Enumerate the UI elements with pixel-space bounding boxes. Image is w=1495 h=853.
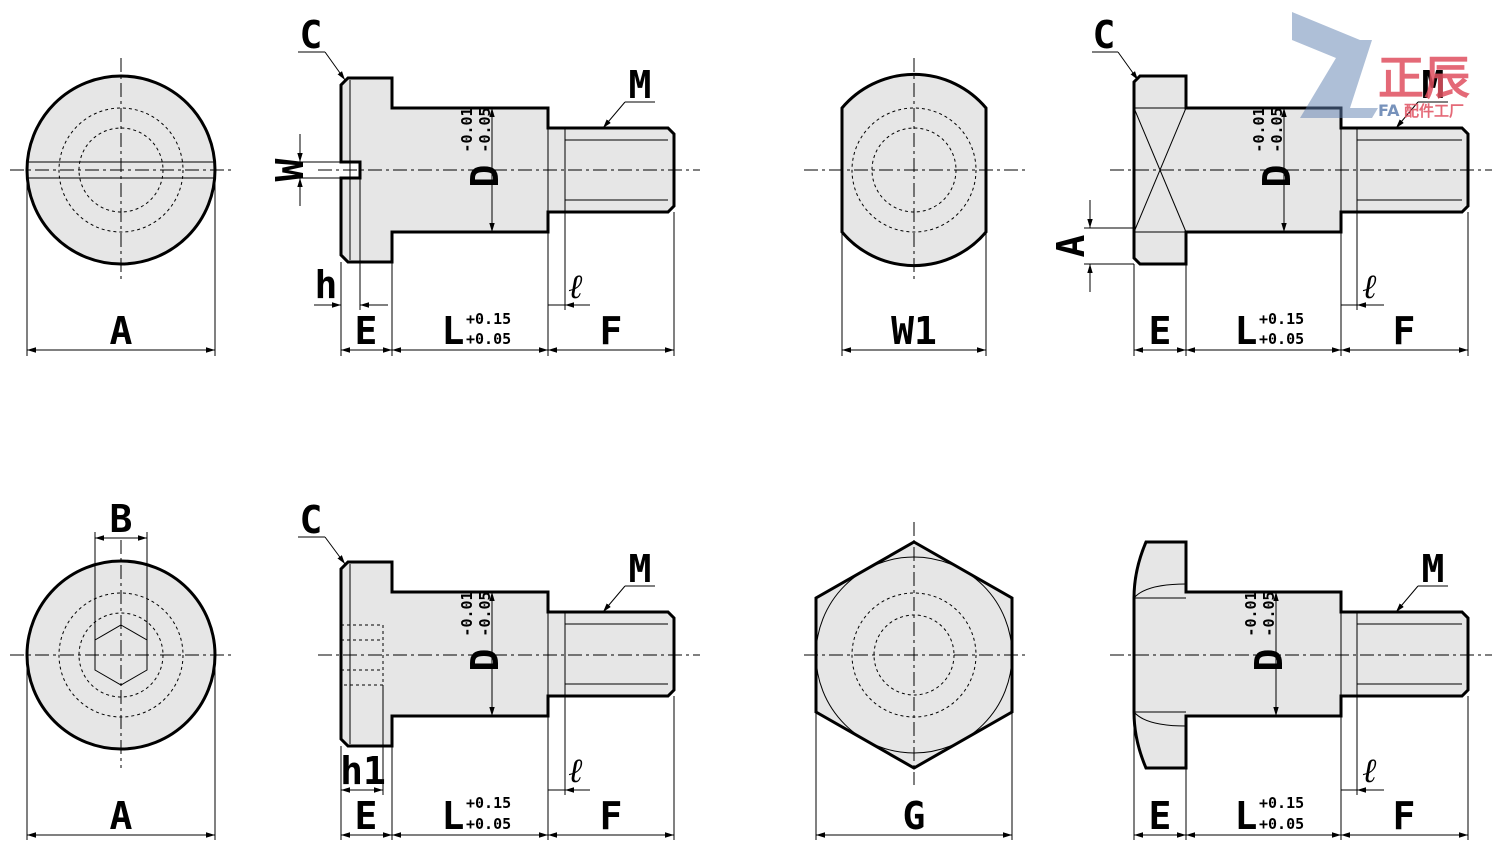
label-ell: ℓ bbox=[1363, 267, 1378, 307]
label-F: F bbox=[1393, 309, 1416, 353]
label-D: D bbox=[1255, 165, 1299, 188]
label-G: G bbox=[903, 794, 926, 838]
label-C: C bbox=[300, 13, 323, 57]
label-ell: ℓ bbox=[569, 267, 584, 307]
socket-hidden bbox=[340, 624, 384, 686]
watermark-sub: 配件工厂 bbox=[1404, 102, 1464, 120]
view-flat-head-front: W1 bbox=[804, 58, 1025, 356]
tol-D-lower: -0.05 bbox=[1268, 107, 1286, 152]
tol-D-upper: -0.01 bbox=[458, 591, 476, 636]
label-M: M bbox=[629, 547, 652, 591]
tol-L-lower: +0.05 bbox=[1259, 815, 1304, 833]
label-F: F bbox=[600, 794, 623, 838]
watermark-fa: FA bbox=[1378, 101, 1400, 120]
label-F: F bbox=[1393, 794, 1416, 838]
tol-D-upper: -0.01 bbox=[1242, 591, 1260, 636]
shaft-outline bbox=[1132, 74, 1470, 266]
shaft-outline bbox=[1132, 540, 1470, 770]
tol-D-lower: -0.05 bbox=[476, 107, 494, 152]
label-L: L bbox=[1235, 309, 1258, 353]
tol-L-lower: +0.05 bbox=[1259, 330, 1304, 348]
shaft-outline bbox=[339, 560, 676, 748]
label-L: L bbox=[442, 309, 465, 353]
view-hex-socket-side: C M D -0.01 -0.05 h1 ℓ E L +0.15 +0.05 F bbox=[298, 498, 700, 840]
tol-L-upper: +0.15 bbox=[466, 794, 511, 812]
tol-L-lower: +0.05 bbox=[466, 815, 511, 833]
label-M: M bbox=[629, 63, 652, 107]
label-L: L bbox=[1235, 794, 1258, 838]
label-F: F bbox=[600, 309, 623, 353]
logo-mark-icon bbox=[1292, 12, 1378, 118]
label-D: D bbox=[1247, 649, 1291, 672]
tol-D-upper: -0.01 bbox=[458, 107, 476, 152]
label-A: A bbox=[110, 794, 133, 838]
view-flat-head-side: C M A D -0.01 -0.05 ℓ E L +0.15 +0.05 F bbox=[1049, 13, 1492, 356]
label-h1: h1 bbox=[340, 749, 386, 793]
label-E: E bbox=[355, 794, 378, 838]
label-B: B bbox=[110, 497, 133, 541]
label-E: E bbox=[355, 309, 378, 353]
label-E: E bbox=[1149, 794, 1172, 838]
label-W1: W1 bbox=[891, 309, 937, 353]
tol-L-upper: +0.15 bbox=[466, 310, 511, 328]
label-h: h bbox=[315, 263, 338, 307]
view-hex-socket-front: B A bbox=[10, 497, 232, 840]
label-L: L bbox=[442, 794, 465, 838]
watermark-logo: 正辰 FA 配件工厂 bbox=[1292, 12, 1470, 120]
label-C: C bbox=[1093, 13, 1116, 57]
tol-D-lower: -0.05 bbox=[1260, 591, 1278, 636]
label-W: W bbox=[268, 158, 312, 181]
label-E: E bbox=[1149, 309, 1172, 353]
label-A: A bbox=[1049, 234, 1093, 257]
view-slotted-head-side: C M W D -0.01 -0.05 h ℓ E L +0 bbox=[268, 13, 700, 356]
tol-D-upper: -0.01 bbox=[1250, 107, 1268, 152]
label-ell: ℓ bbox=[569, 751, 584, 791]
watermark-brand: 正辰 bbox=[1378, 51, 1470, 105]
tol-L-lower: +0.05 bbox=[466, 330, 511, 348]
label-M: M bbox=[1422, 547, 1445, 591]
label-D: D bbox=[463, 649, 507, 672]
label-D: D bbox=[463, 165, 507, 188]
label-ell: ℓ bbox=[1363, 751, 1378, 791]
tol-L-upper: +0.15 bbox=[1259, 794, 1304, 812]
label-C: C bbox=[300, 498, 323, 542]
label-M: M bbox=[1422, 63, 1445, 107]
view-slotted-head-front: A bbox=[10, 58, 232, 356]
tol-L-upper: +0.15 bbox=[1259, 310, 1304, 328]
label-A: A bbox=[110, 309, 133, 353]
view-hex-head-front: G bbox=[804, 522, 1025, 840]
view-hex-head-side: M D -0.01 -0.05 ℓ E L +0.15 +0.05 F bbox=[1110, 540, 1492, 840]
tol-D-lower: -0.05 bbox=[476, 591, 494, 636]
